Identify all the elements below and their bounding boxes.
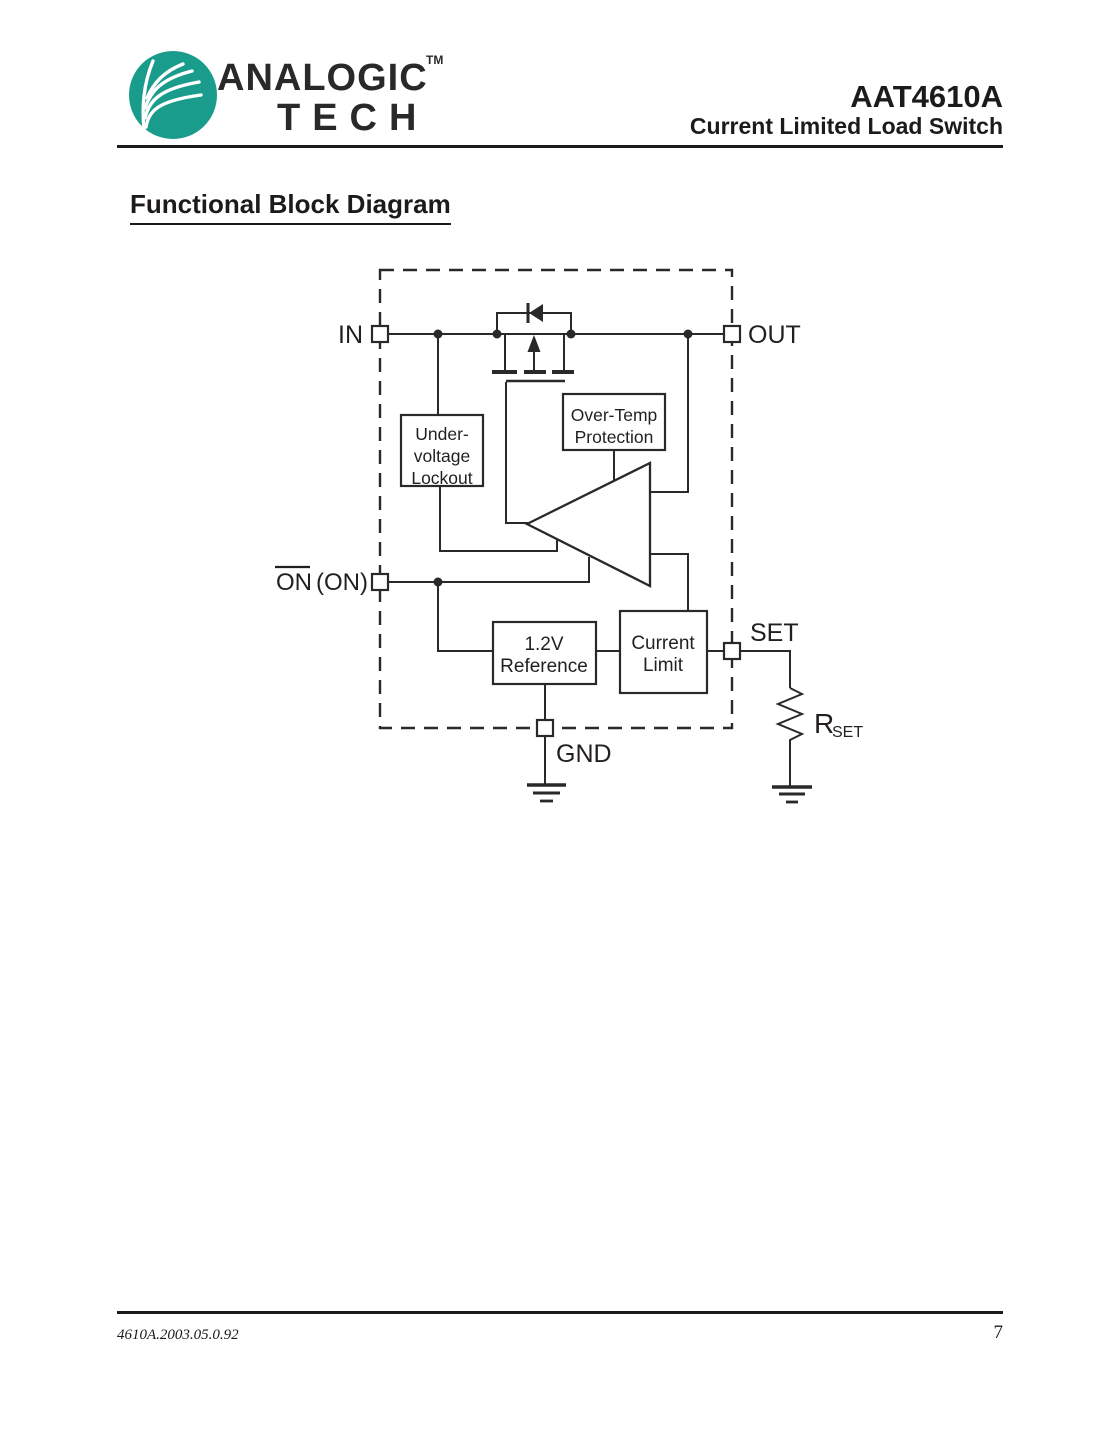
- pin-on: [370, 572, 390, 592]
- wire-uvl-to-amp: [439, 486, 558, 552]
- rset-symbol-letter: R: [814, 708, 834, 739]
- block-undervoltage-lockout: Under- voltage Lockout: [399, 413, 485, 488]
- wire-on-to-amp: [380, 557, 590, 583]
- wire-out-sense: [651, 334, 689, 493]
- body-diode-symbol: [526, 303, 543, 323]
- label-gnd: GND: [556, 740, 612, 768]
- current-limit-label-line2: Limit: [643, 655, 684, 676]
- block-over-temp-protection: Over-Temp Protection: [561, 392, 667, 452]
- label-in: IN: [338, 321, 363, 349]
- reference-label-line1: 1.2V: [524, 634, 563, 655]
- wire-gate-drive: [505, 382, 528, 524]
- junction-dots: [433, 329, 693, 587]
- rset-subscript: SET: [832, 724, 863, 741]
- error-amplifier-triangle: [524, 461, 652, 588]
- wire-set-to-resistor: [740, 650, 791, 688]
- brand-name-second-line: TECH: [277, 97, 429, 139]
- current-limit-label-line1: Current: [631, 633, 695, 654]
- wire-on-to-reference: [437, 582, 493, 652]
- pin-gnd: [535, 718, 555, 738]
- brand-name: ANALOGIC: [217, 57, 428, 99]
- label-on-paren: (ON): [316, 569, 368, 596]
- analogictech-logo-icon: [127, 49, 219, 141]
- document-subtitle: Current Limited Load Switch: [689, 113, 1003, 139]
- pin-set: [722, 641, 742, 661]
- uvl-label-line2: voltage: [414, 446, 470, 466]
- reference-label-line2: Reference: [500, 656, 588, 677]
- otp-label-line2: Protection: [575, 427, 654, 447]
- uvl-label-line3: Lockout: [411, 468, 472, 488]
- wire-amp-to-current-limit: [651, 553, 689, 611]
- part-number: AAT4610A: [850, 79, 1003, 114]
- label-out: OUT: [748, 321, 801, 349]
- footer-divider: [117, 1311, 1003, 1314]
- label-set: SET: [750, 619, 799, 647]
- logo-leaf-lines: [141, 59, 203, 132]
- functional-block-diagram: Under- voltage Lockout Over-Temp Protect…: [275, 268, 863, 804]
- ground-symbol-rset: [772, 785, 812, 804]
- ground-symbol-gnd: [527, 783, 566, 803]
- footer-page-number: 7: [993, 1322, 1004, 1343]
- block-current-limit: Current Limit: [618, 609, 709, 695]
- uvl-label-line1: Under-: [415, 424, 469, 444]
- label-on-active-low: ON: [276, 569, 312, 596]
- header-divider: [117, 145, 1003, 148]
- mosfet-bulk-arrow: [527, 335, 541, 352]
- section-title: Functional Block Diagram: [130, 189, 451, 225]
- otp-label-line1: Over-Temp: [571, 405, 658, 425]
- pin-out: [722, 324, 742, 344]
- ic-boundary-dashed-box: [378, 268, 734, 730]
- label-rset: R SET: [814, 708, 863, 741]
- block-1v2-reference: 1.2V Reference: [491, 620, 598, 686]
- rset-resistor-symbol: [775, 687, 805, 744]
- footer-document-code: 4610A.2003.05.0.92: [117, 1327, 239, 1343]
- pin-in: [370, 324, 390, 344]
- pass-mosfet-symbol: [492, 334, 574, 383]
- trademark-symbol: TM: [426, 53, 444, 67]
- circuit-wires: [380, 312, 791, 787]
